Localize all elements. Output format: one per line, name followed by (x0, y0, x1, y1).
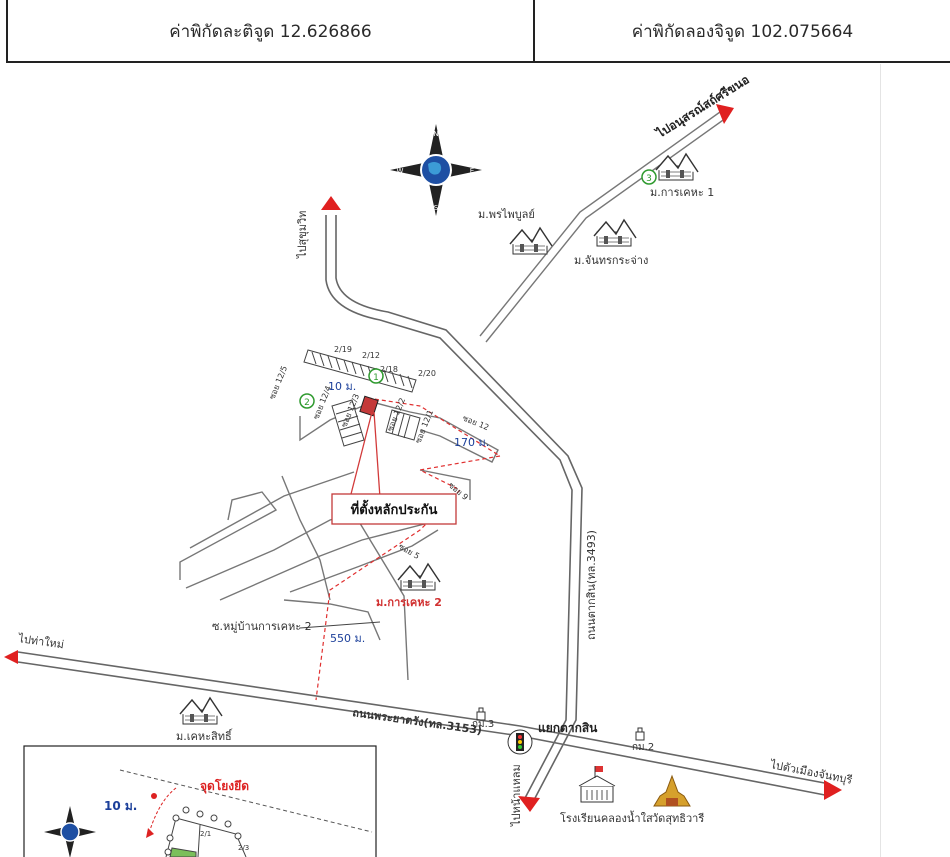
label-lot-2-18: 2/18 (380, 365, 398, 374)
building-block-top (303, 349, 417, 393)
latitude-label: ค่าพิกัดละติจูด 12.626866 (169, 21, 372, 42)
label-village-phruphan: ม.พรไพบูลย์ (478, 208, 535, 221)
village-house-icon (509, 227, 553, 255)
village-house-icon (179, 697, 223, 725)
label-to-thamai: ไปท่าใหม่ (17, 632, 65, 651)
label-km3: กม.3 (472, 719, 494, 730)
header-bottom-rule (6, 61, 950, 63)
callout-pointer (349, 411, 381, 499)
compass-n: N (433, 130, 438, 138)
inset-reference-label: จุดโยงยึด (200, 778, 249, 794)
road-taksin (321, 196, 583, 812)
label-to-south: ไปหน้าแหลม (510, 764, 523, 827)
label-village-kareha1: ม.การเคหะ 1 (650, 186, 714, 199)
village-house-icon (397, 563, 441, 591)
marker-3-label: 3 (646, 174, 652, 184)
school-icon (578, 766, 616, 803)
inset-lot-b: 2/3 (238, 844, 249, 852)
longitude-label: ค่าพิกัดลองจิจูด 102.075664 (631, 21, 854, 42)
collateral-callout-box (331, 493, 457, 525)
label-to-chanthaburi: ไปตัวเมืองจันทบุรี (768, 758, 853, 787)
marker-1-label: 1 (373, 373, 379, 383)
inset-distance-label: 10 ม. (104, 799, 137, 813)
road-to-ne (479, 104, 734, 343)
label-soi-kareha2: ซ.หมู่บ้านการเคหะ 2 (212, 620, 312, 633)
marker-2-label: 2 (304, 398, 310, 408)
label-road-taksin: ถนนตากสิน(ทล.3493) (585, 530, 598, 640)
inset-compass-icon (44, 806, 96, 857)
label-lot-2-12: 2/12 (362, 351, 380, 360)
label-lot-2-19: 2/19 (334, 345, 352, 354)
label-village-chanthra: ม.จันทรกระจ่าง (574, 254, 648, 267)
inset-lot-a: 2/1 (200, 830, 211, 838)
soi-pointer (299, 621, 381, 629)
km-marker-icon (476, 707, 486, 721)
marker-3-icon: 3 (641, 169, 657, 185)
label-junction: แยกตากสิน (538, 721, 598, 735)
label-soi-5: ซอย 5 (397, 542, 421, 561)
compass-rose-icon: N S E W (390, 124, 482, 216)
label-village-khehasit: ม.เคหะสิทธิ์ (176, 728, 233, 743)
marker-2-icon: 2 (299, 393, 315, 409)
coordinate-header: ค่าพิกัดละติจูด 12.626866 ค่าพิกัดลองจิจ… (0, 0, 950, 64)
collateral-label: ที่ตั้งหลักประกัน (351, 499, 438, 518)
compass-s: S (434, 204, 439, 212)
label-km2: กม.2 (632, 742, 654, 753)
label-to-ne: ไปอนุสรณ์สถ์ศรีขนอ (652, 72, 752, 143)
label-temple: วัดสุทธิวารี (652, 812, 704, 825)
label-soi-12: ซอย 12 (461, 414, 490, 433)
label-dist-550: 550 ม. (330, 632, 365, 645)
label-school: โรงเรียนคลองน้ำใส (560, 810, 653, 825)
label-village-kareha2: ม.การเคหะ 2 (376, 596, 442, 609)
collateral-plot (359, 395, 379, 417)
inset-map: จุดโยงยึด 10 ม. 2/1 2/3 (23, 745, 377, 857)
label-dist-10: 10 ม. (328, 380, 356, 393)
temple-icon (653, 774, 691, 807)
marker-1-icon: 1 (368, 368, 384, 384)
compass-w: W (397, 167, 404, 175)
header-divider (6, 0, 8, 62)
inset-lots (164, 806, 247, 857)
label-soi-12-5: ซอย 12/5 (268, 365, 290, 401)
label-to-sukhumvit: ไปสุขุมวิท (296, 211, 309, 259)
page-edge (880, 64, 881, 857)
village-house-icon (655, 153, 699, 181)
building-block-left (331, 399, 365, 447)
label-lot-2-20: 2/20 (418, 369, 436, 378)
compass-e: E (470, 167, 474, 175)
km-marker-icon (635, 727, 645, 741)
traffic-light-icon (507, 729, 533, 755)
building-block-right (385, 409, 421, 441)
village-house-icon (593, 219, 637, 247)
header-divider (533, 0, 535, 62)
label-dist-170: 170 ม. (454, 436, 489, 449)
